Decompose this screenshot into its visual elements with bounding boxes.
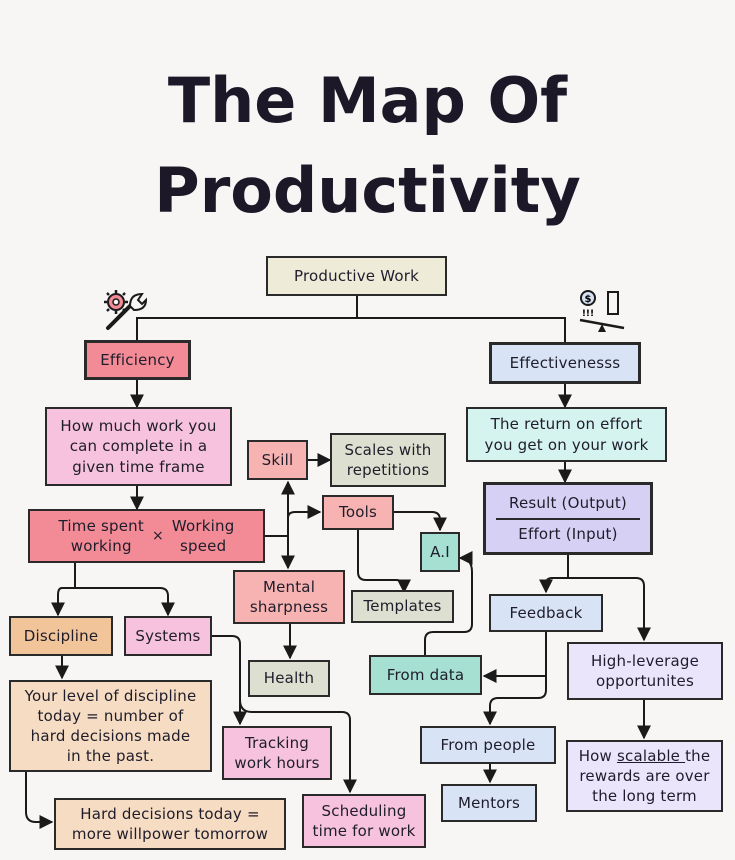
multiply-sign: × [151,527,164,544]
templates-node: Templates [351,590,454,623]
tools-node: Tools [322,495,394,530]
svg-text:!!!: !!! [582,309,594,319]
health-node: Health [248,660,330,697]
title-line-1: The Map Of [167,64,568,137]
ai-node: A.I [420,532,460,572]
balance-scale-icon: $ !!! [579,290,625,332]
title-line-2: Productivity [154,154,581,227]
fraction-bar [495,517,641,520]
working-speed-label: Working [171,516,235,535]
productive-work-node: Productive Work [266,256,447,296]
effectiveness-node: Effectivenesss [489,342,641,384]
time-spent-label: Time spent [58,516,144,535]
discipline-node: Discipline [9,616,113,656]
gear-wrench-icon [104,290,148,330]
hard-decisions-node: Hard decisions today =more willpower tom… [54,798,286,850]
systems-node: Systems [124,616,212,656]
skill-node: Skill [247,440,308,480]
efficiency-node: Efficiency [84,340,191,380]
from-data-node: From data [369,655,482,695]
mentors-node: Mentors [441,784,537,822]
from-people-node: From people [420,726,556,764]
feedback-node: Feedback [489,594,603,632]
result-label: Result (Output) [509,494,627,513]
effort-label: Effort (Input) [518,524,618,543]
svg-text:$: $ [585,294,592,305]
result-over-effort-node: Result (Output) Effort (Input) [483,482,653,555]
